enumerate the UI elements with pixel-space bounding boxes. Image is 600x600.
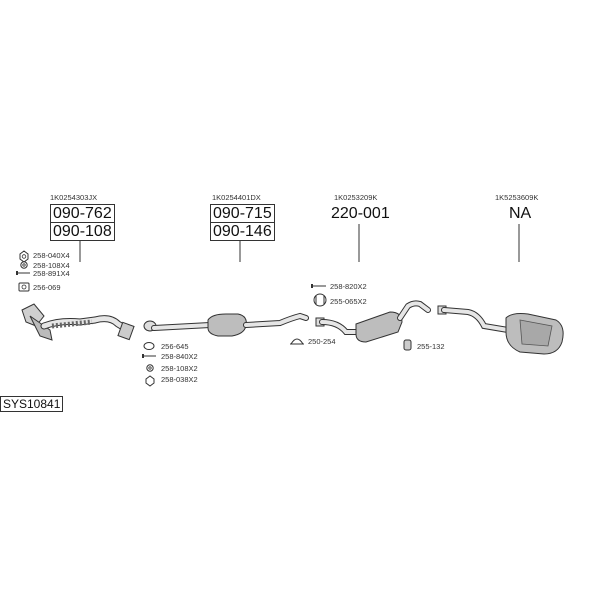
rear-silencer-part[interactable] bbox=[437, 305, 564, 355]
middle-silencer-part[interactable] bbox=[315, 300, 431, 343]
accessory-255-065x2[interactable]: 255-065X2 bbox=[330, 297, 367, 306]
rubber-mount-icon-255-132 bbox=[403, 339, 412, 351]
accessory-258-108x4[interactable]: 258-108X4 bbox=[33, 261, 70, 270]
oem-number-group-2: 1K0254401DX bbox=[212, 193, 261, 202]
washer-icon-258-108-lower bbox=[146, 364, 154, 372]
part-number-090-108[interactable]: 090-108 bbox=[50, 222, 115, 241]
bolt-icon-258-820 bbox=[311, 284, 326, 288]
accessory-255-132[interactable]: 255-132 bbox=[417, 342, 445, 351]
part-number-220-001[interactable]: 220-001 bbox=[331, 205, 390, 222]
part-number-090-715[interactable]: 090-715 bbox=[210, 204, 275, 223]
accessory-250-254[interactable]: 250-254 bbox=[308, 337, 336, 346]
part-number-090-762[interactable]: 090-762 bbox=[50, 204, 115, 223]
part-number-090-146[interactable]: 090-146 bbox=[210, 222, 275, 241]
washer-icon-258-108 bbox=[20, 261, 28, 269]
accessory-256-069[interactable]: 256-069 bbox=[33, 283, 61, 292]
oem-number-group-4: 1K5253609K bbox=[495, 193, 539, 202]
nut-icon-258-038 bbox=[145, 375, 155, 387]
accessory-258-820x2[interactable]: 258-820X2 bbox=[330, 282, 367, 291]
front-pipe-part[interactable] bbox=[21, 303, 135, 341]
part-number-na[interactable]: NA bbox=[509, 205, 532, 222]
gasket-icon-256-645 bbox=[143, 342, 155, 350]
oem-number-group-1: 1K0254303JX bbox=[50, 193, 98, 202]
system-code-label: SYS10841 bbox=[0, 396, 64, 412]
accessory-256-645[interactable]: 256-645 bbox=[161, 342, 189, 351]
nut-icon-258-040 bbox=[19, 250, 29, 263]
oem-number-group-3: 1K0253209K bbox=[334, 193, 378, 202]
middle-pipe-part[interactable] bbox=[143, 312, 309, 337]
accessory-258-038x2[interactable]: 258-038X2 bbox=[161, 375, 198, 384]
clamp-icon-255-065 bbox=[313, 293, 327, 307]
clamp-icon-250-254 bbox=[290, 338, 304, 345]
bolt-icon-258-891 bbox=[16, 271, 30, 275]
bolt-icon-258-840 bbox=[142, 354, 156, 358]
accessory-258-040x4[interactable]: 258-040X4 bbox=[33, 251, 70, 260]
accessory-258-840x2[interactable]: 258-840X2 bbox=[161, 352, 198, 361]
accessory-258-891x4[interactable]: 258-891X4 bbox=[33, 269, 70, 278]
accessory-258-108x2[interactable]: 258-108X2 bbox=[161, 364, 198, 373]
gasket-icon-256-069 bbox=[18, 282, 30, 292]
